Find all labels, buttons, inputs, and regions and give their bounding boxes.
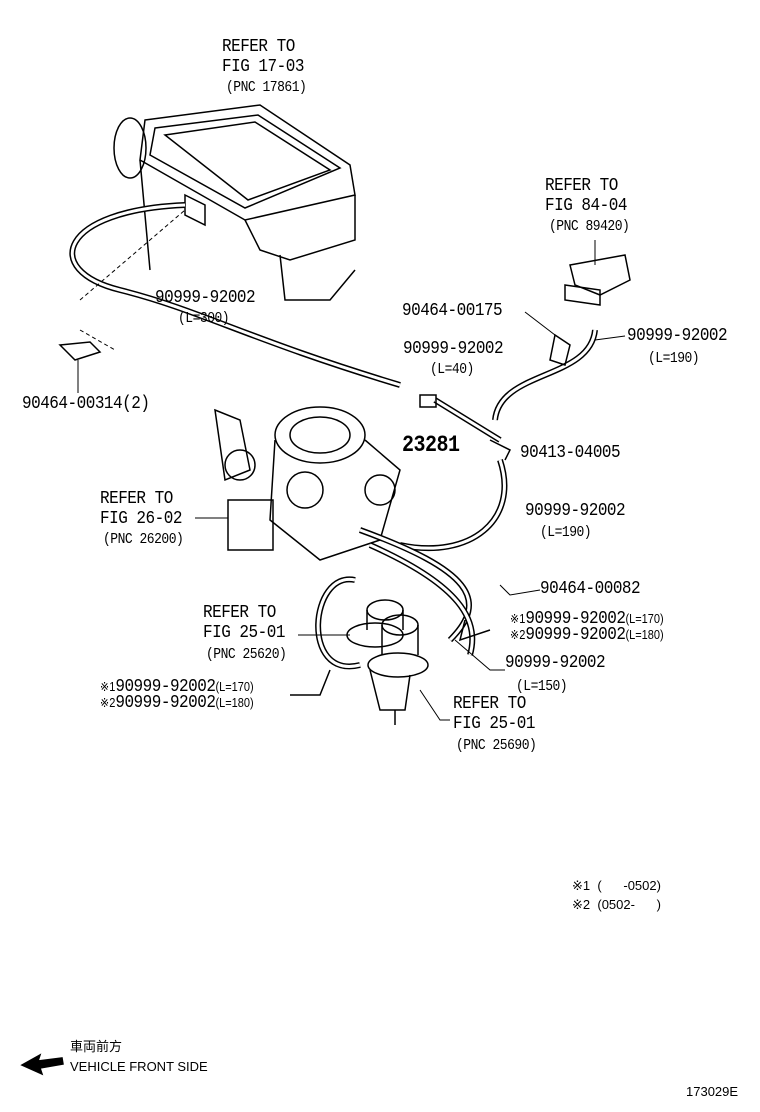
throttle-body-drawing [214, 406, 401, 561]
hose-300-length: (L=300) [178, 309, 230, 327]
sensor-drawing [564, 240, 631, 306]
hose-190-top-length: (L=190) [648, 349, 700, 367]
legend-item-1: ※1 ( -0502) [572, 878, 661, 893]
hose-40-length: (L=40) [430, 360, 474, 378]
hose-150-length: (L=150) [516, 677, 568, 695]
valve-b-fig: FIG 25-01 [453, 713, 535, 734]
clamp-082-number: 90464-00082 [540, 578, 641, 599]
air-cleaner-fig: FIG 17-03 [222, 56, 304, 77]
throttle-pnc: (PNC 26200) [103, 530, 184, 548]
vehicle-front-label: VEHICLE FRONT SIDE [70, 1059, 208, 1074]
air-cleaner-drawing [113, 104, 356, 301]
legend-item-2: ※2 (0502- ) [572, 897, 661, 912]
throttle-fig: FIG 26-02 [100, 508, 182, 529]
valve-b-refer: REFER TO [453, 693, 526, 714]
valve-a-fig: FIG 25-01 [203, 622, 285, 643]
figure-id: 173029E [686, 1084, 739, 1099]
hose-right-var-2: ※290999-92002(L=180) [510, 624, 664, 645]
vehicle-front-arrow-icon [20, 1053, 64, 1076]
clamp-314-number: 90464-00314(2) [22, 393, 150, 414]
throttle-refer: REFER TO [100, 488, 173, 509]
air-cleaner-refer: REFER TO [222, 36, 295, 57]
clamp-175-number: 90464-00175 [402, 300, 503, 321]
part-23281-number: 23281 [402, 432, 460, 459]
hose-190-mid-number: 90999-92002 [525, 500, 626, 521]
air-cleaner-pnc: (PNC 17861) [226, 78, 307, 96]
hose-300-number: 90999-92002 [155, 287, 256, 308]
hose-150-number: 90999-92002 [505, 652, 606, 673]
hose-left-var-1: ※190999-92002(L=170) [100, 676, 254, 697]
sensor-pnc: (PNC 89420) [549, 217, 630, 235]
hose-40-number: 90999-92002 [403, 338, 504, 359]
valve-a-refer: REFER TO [203, 602, 276, 623]
sensor-refer: REFER TO [545, 175, 618, 196]
hose-left-var-2: ※290999-92002(L=180) [100, 692, 254, 713]
valve-a-pnc: (PNC 25620) [206, 645, 287, 663]
vacuum-valves-drawing [346, 599, 429, 725]
valve-b-pnc: (PNC 25690) [456, 736, 537, 754]
sensor-fig: FIG 84-04 [545, 195, 627, 216]
hose-right-var-1: ※190999-92002(L=170) [510, 608, 664, 629]
hose-190-mid-length: (L=190) [540, 523, 592, 541]
vehicle-front-japanese: 車両前方 [70, 1039, 123, 1054]
hose-190-top-number: 90999-92002 [627, 325, 728, 346]
clamp-314-drawing [58, 341, 102, 361]
tee-04005-number: 90413-04005 [520, 442, 621, 463]
